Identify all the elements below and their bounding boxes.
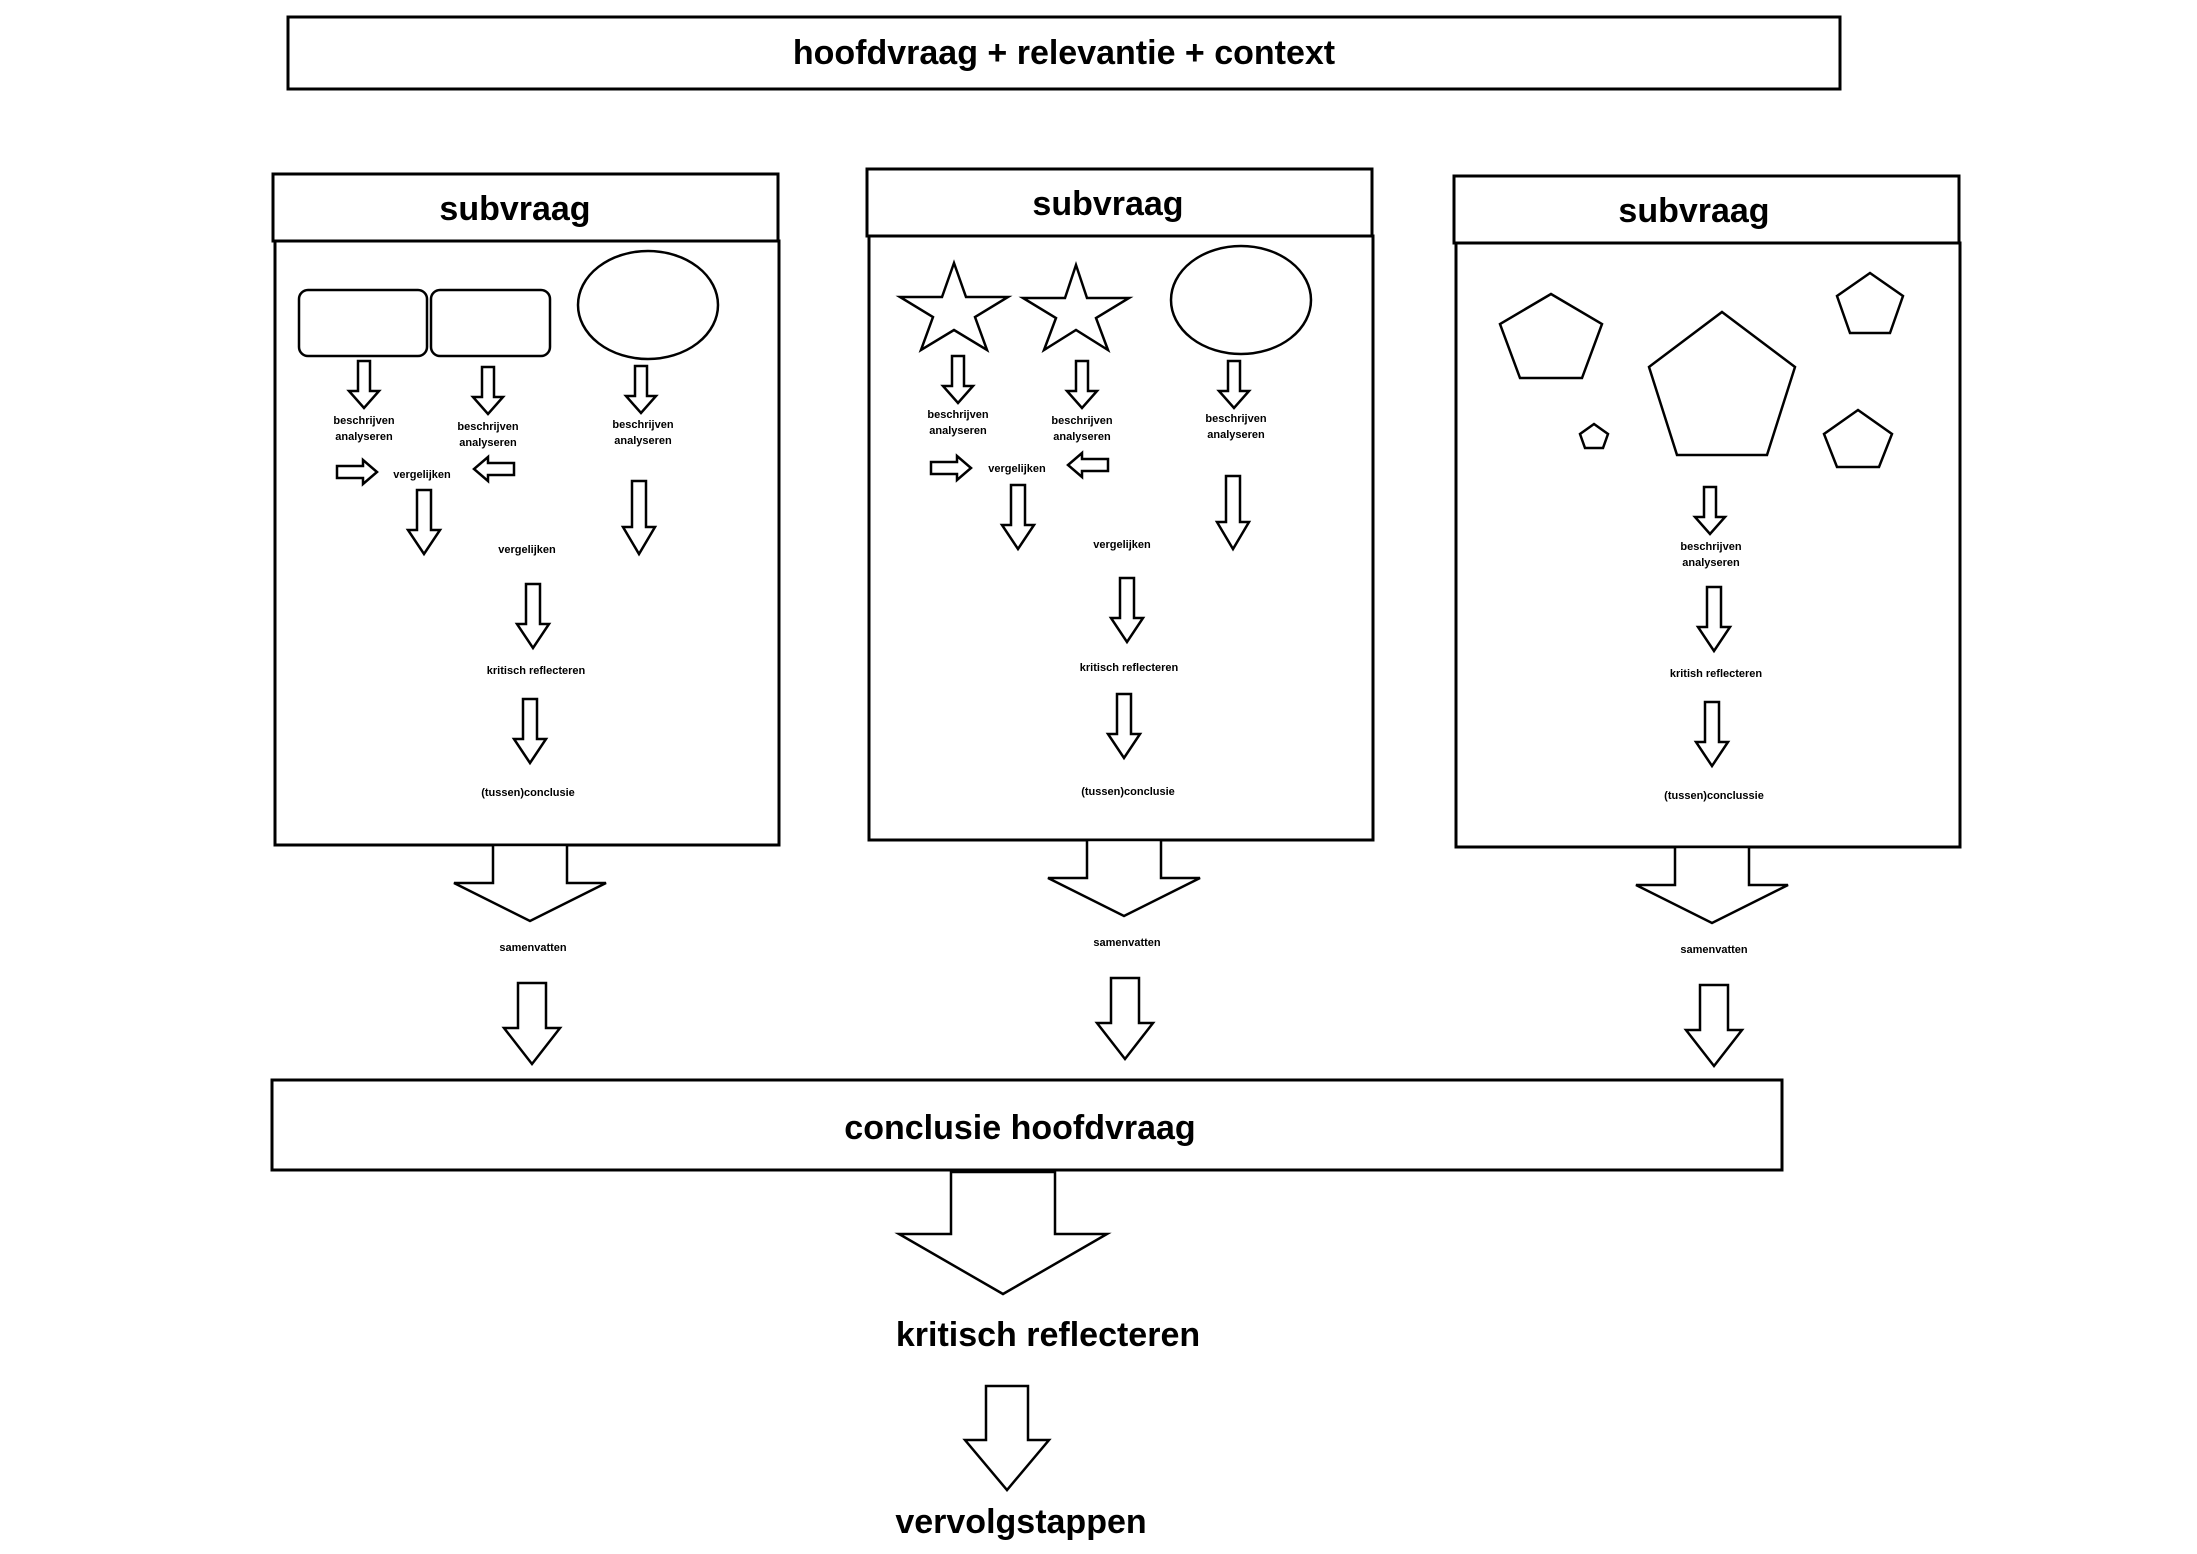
step-describe-label: beschrijven [1051, 415, 1112, 427]
interim-conclusion-label: (tussen)conclussie [1664, 790, 1764, 802]
interim-conclusion-label: (tussen)conclusie [1081, 786, 1175, 798]
arrow-down-icon [1108, 576, 1146, 645]
compare-small-label: vergelijken [393, 469, 451, 481]
pentagon-shape [1498, 292, 1604, 380]
summarize-label: samenvatten [1093, 937, 1161, 949]
arrow-down-icon [1216, 359, 1252, 410]
conclusion-box: conclusie hoofdvraag [270, 1078, 1784, 1172]
arrow-down-icon [511, 697, 549, 766]
interim-conclusion-label: (tussen)conclusie [481, 787, 575, 799]
arrow-down-icon [1693, 700, 1731, 769]
ellipse-shape [576, 249, 720, 361]
summarize-label: samenvatten [1680, 944, 1748, 956]
column-1: subvraag beschrijven analyseren beschrij… [271, 172, 781, 1067]
reflect-label: kritisch reflecteren [1080, 662, 1179, 674]
arrow-down-icon [1064, 359, 1100, 410]
reflect-label: kritisch reflecteren [487, 665, 586, 677]
arrow-down-icon [999, 483, 1037, 552]
compare-label: vergelijken [498, 544, 556, 556]
step-analyse-label: analyseren [1053, 431, 1111, 443]
column-3: subvraag beschrijven analyseren kritish … [1452, 174, 1962, 1069]
conclusion-text: conclusie hoofdvraag [844, 1109, 1195, 1147]
step-describe-label: beschrijven [612, 419, 673, 431]
final-reflection-text: kritisch reflecteren [896, 1316, 1200, 1354]
arrow-down-icon [1105, 692, 1143, 761]
pentagon-shape-small [1822, 408, 1894, 469]
arrow-down-icon [1683, 983, 1745, 1069]
column-2: subvraag beschrijven analyseren beschrij… [865, 167, 1375, 1062]
arrow-down-icon [346, 359, 382, 410]
compare-label: vergelijken [1093, 539, 1151, 551]
arrow-down-icon [962, 1384, 1052, 1492]
big-arrow-down-icon [1635, 845, 1789, 925]
arrow-down-icon [623, 364, 659, 415]
arrow-down-icon [470, 365, 506, 416]
step-describe-label: beschrijven [927, 409, 988, 421]
arrow-down-icon [1094, 976, 1156, 1062]
arrow-down-icon [620, 479, 658, 557]
column-2-header: subvraag [1032, 185, 1183, 223]
arrow-down-icon [1695, 585, 1733, 654]
big-arrow-down-icon [453, 843, 607, 923]
step-analyse-label: analyseren [614, 435, 672, 447]
arrow-right-icon [335, 457, 379, 487]
arrow-left-icon [472, 454, 516, 484]
arrow-left-icon [1066, 450, 1110, 480]
step-analyse-label: analyseren [929, 425, 987, 437]
main-question-box: hoofdvraag + relevantie + context [286, 15, 1842, 91]
arrow-down-icon [514, 582, 552, 651]
ellipse-shape [1169, 244, 1313, 356]
step-describe-label: beschrijven [1205, 413, 1266, 425]
step-describe-label: beschrijven [457, 421, 518, 433]
star-shape-2 [1018, 261, 1134, 354]
arrow-down-icon [501, 981, 563, 1067]
step-analyse-label: analyseren [335, 431, 393, 443]
column-3-header: subvraag [1618, 192, 1769, 230]
rounded-rect-shape-1 [297, 288, 429, 358]
step-analyse-label: analyseren [1207, 429, 1265, 441]
arrow-down-icon [405, 488, 443, 557]
column-3-header-box [1452, 174, 1961, 245]
next-steps-text: vervolgstappen [895, 1503, 1146, 1541]
main-question-text: hoofdvraag + relevantie + context [793, 34, 1335, 72]
arrow-right-icon [929, 453, 973, 483]
arrow-down-icon [940, 354, 976, 405]
pentagon-shape-large [1647, 310, 1797, 457]
summarize-label: samenvatten [499, 942, 567, 954]
pentagon-shape-tiny [1578, 422, 1610, 450]
rounded-rect-shape-2 [429, 288, 552, 358]
compare-small-label: vergelijken [988, 463, 1046, 475]
column-1-header: subvraag [439, 190, 590, 228]
star-shape-1 [895, 259, 1013, 353]
arrow-down-icon [1214, 474, 1252, 552]
column-1-header-box [271, 172, 780, 243]
pentagon-shape-small [1835, 271, 1905, 335]
arrow-down-icon [1692, 485, 1728, 536]
step-analyse-label: analyseren [1682, 557, 1740, 569]
step-analyse-label: analyseren [459, 437, 517, 449]
big-arrow-down-icon [1047, 838, 1201, 918]
big-arrow-down-icon [894, 1170, 1112, 1296]
reflect-label: kritish reflecteren [1670, 668, 1763, 680]
step-describe-label: beschrijven [1680, 541, 1741, 553]
step-describe-label: beschrijven [333, 415, 394, 427]
